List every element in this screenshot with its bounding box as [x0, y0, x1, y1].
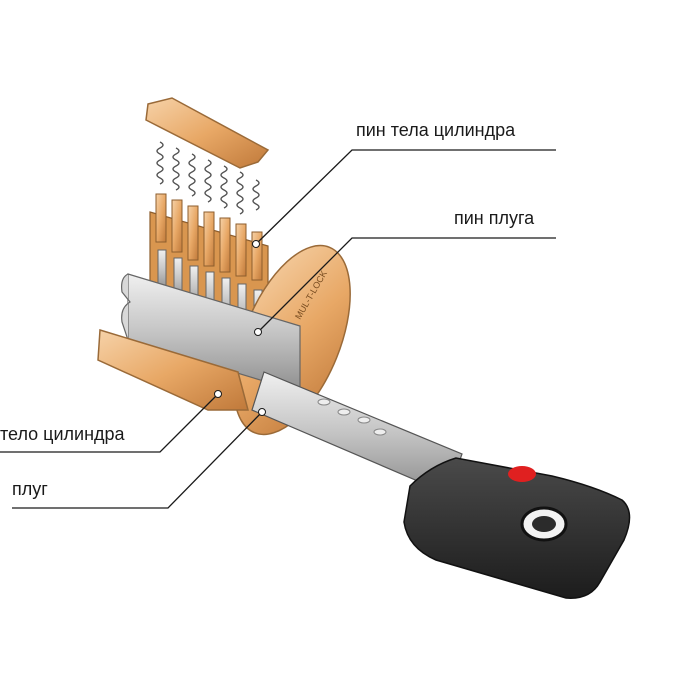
leader-line-plug	[12, 411, 263, 509]
label-plug: плуг	[12, 479, 48, 499]
key-icon	[403, 457, 631, 599]
lower-body	[97, 329, 249, 411]
leader-line-cylinder-body	[0, 393, 219, 453]
label-body-pin: пин тела цилиндра	[356, 120, 516, 140]
leader-line-body-pin	[255, 149, 556, 245]
leader-line-plug-pin	[257, 237, 556, 333]
label-plug-pin: пин плуга	[454, 208, 535, 228]
springs	[156, 141, 260, 215]
label-cylinder-body: тело цилиндра	[0, 424, 125, 444]
top-cover-plate	[145, 97, 270, 169]
leader-dots	[214, 240, 266, 416]
leader-lines	[0, 149, 556, 509]
